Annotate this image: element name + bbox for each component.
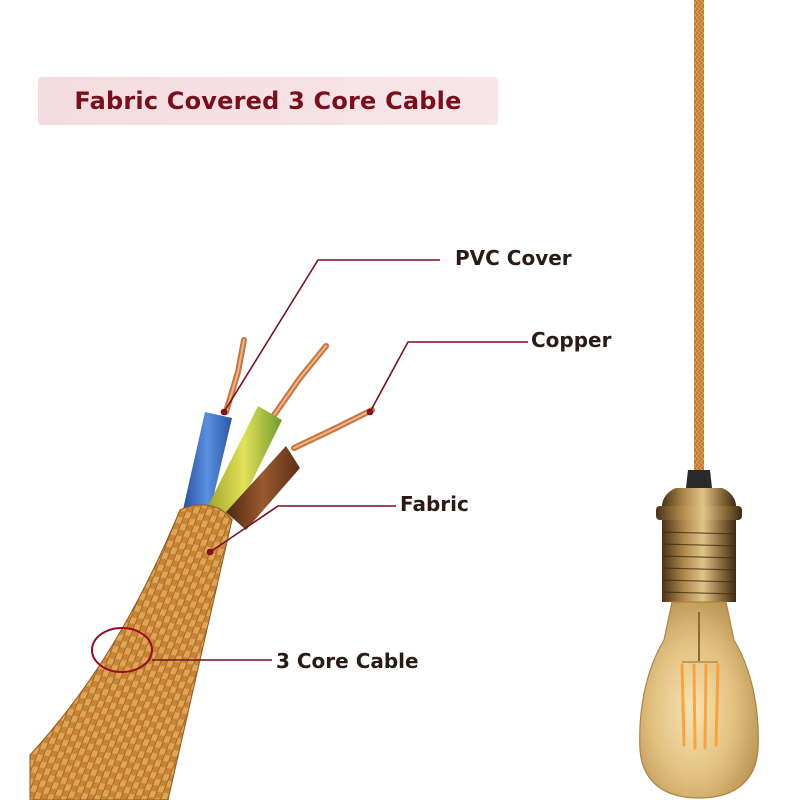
copper-strands [223,337,375,451]
edison-bulb [639,601,759,799]
pendant-lamp-illustration [639,0,759,799]
cord-grip [686,470,712,488]
copper-label: Copper [531,328,612,352]
fabric-leader [209,505,396,553]
pvc-cover-label: PVC Cover [455,246,572,270]
pvc-cores [182,406,300,530]
hanging-cord [694,0,704,474]
page-title: Fabric Covered 3 Core Cable [74,87,462,115]
leader-lines [152,259,528,661]
pvc-cover-leader [223,259,440,413]
copper-leader [369,341,528,413]
lamp-holder [656,488,742,602]
core-cable-ring [91,627,153,673]
core-cable-label: 3 Core Cable [276,649,419,673]
title-banner: Fabric Covered 3 Core Cable [38,77,498,125]
fabric-label: Fabric [400,492,469,516]
fabric-sheath [29,504,233,800]
cable-illustration [29,337,375,800]
